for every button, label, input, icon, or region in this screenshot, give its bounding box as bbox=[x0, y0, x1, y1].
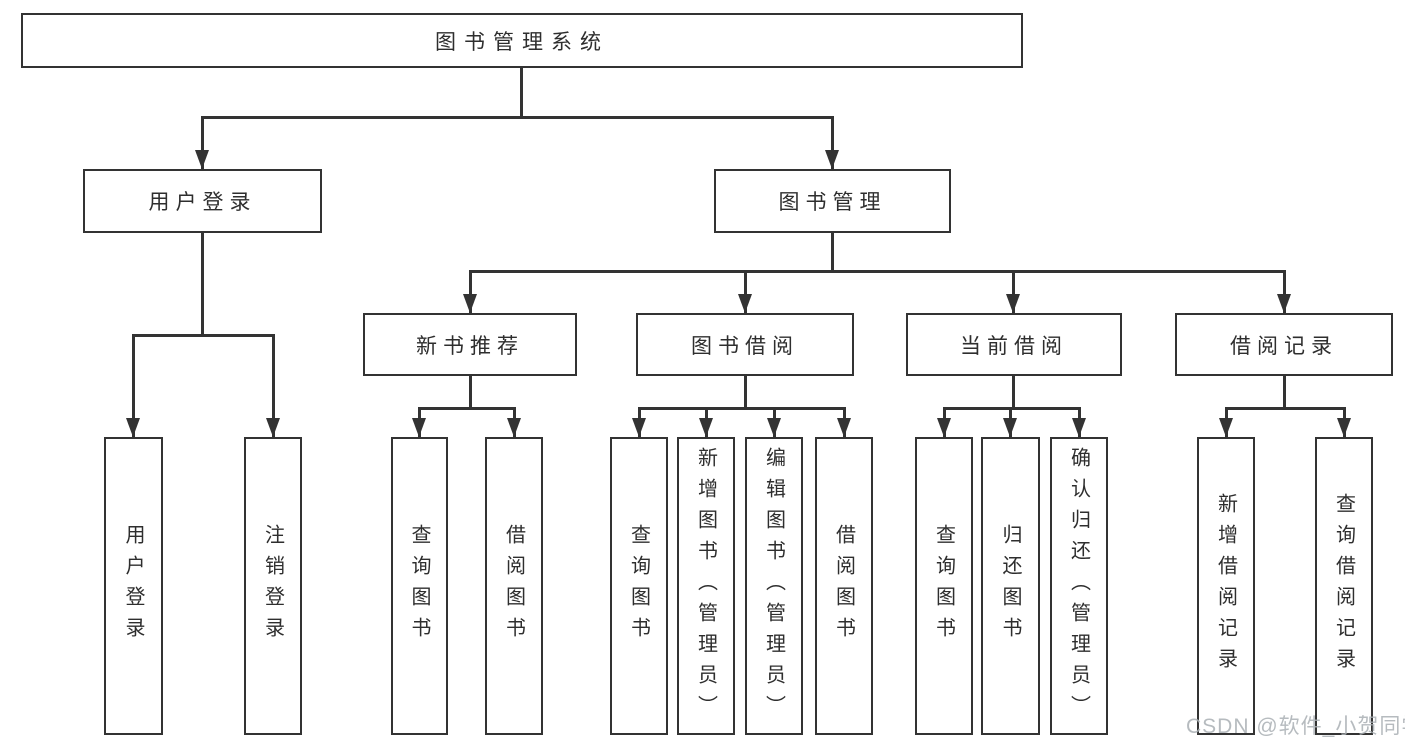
node-label: 借阅图书 bbox=[832, 524, 855, 648]
node-label: 借阅记录 bbox=[1230, 334, 1338, 358]
node-label: 注销登录 bbox=[261, 524, 284, 648]
node-label: 图书借阅 bbox=[691, 334, 799, 358]
arrowhead-icon bbox=[266, 418, 280, 437]
connector-line bbox=[1012, 270, 1015, 313]
node-label: 图书管理 bbox=[778, 191, 887, 214]
connector-line bbox=[831, 116, 834, 169]
connector-line bbox=[132, 334, 135, 437]
arrowhead-icon bbox=[1277, 294, 1291, 313]
connector-line bbox=[1225, 407, 1345, 410]
arrowhead-icon bbox=[825, 150, 839, 169]
leaf-borrow-books: 借阅图书 bbox=[815, 437, 873, 735]
arrowhead-icon bbox=[1006, 294, 1020, 313]
connector-line bbox=[418, 407, 516, 410]
connector-line bbox=[744, 270, 747, 313]
arrowhead-icon bbox=[699, 418, 713, 437]
node-label: 借阅图书 bbox=[502, 524, 525, 648]
arrowhead-icon bbox=[1337, 418, 1351, 437]
connector-line bbox=[201, 231, 204, 336]
connector-line bbox=[469, 270, 1286, 273]
connector-line bbox=[272, 334, 275, 437]
connector-line bbox=[132, 334, 275, 337]
arrowhead-icon bbox=[195, 150, 209, 169]
csdn-watermark: CSDN @软件_小贺同学 bbox=[1186, 715, 1405, 738]
arrowhead-icon bbox=[507, 418, 521, 437]
node-label: 用户登录 bbox=[122, 524, 144, 648]
connector-line bbox=[469, 374, 472, 409]
node-book-management: 图书管理 bbox=[714, 169, 951, 233]
leaf-query-books-recommend: 查询图书 bbox=[391, 437, 448, 735]
connector-line bbox=[201, 116, 833, 119]
node-label: 确认归还（管理员） bbox=[1067, 446, 1090, 726]
leaf-logout: 注销登录 bbox=[244, 437, 302, 735]
node-user-login: 用户登录 bbox=[83, 169, 322, 233]
node-label: 查询图书 bbox=[932, 524, 955, 648]
arrowhead-icon bbox=[837, 418, 851, 437]
leaf-query-borrow-record: 查询借阅记录 bbox=[1315, 437, 1373, 735]
connector-line bbox=[1012, 374, 1015, 409]
node-label: 新增图书（管理员） bbox=[694, 446, 717, 726]
arrowhead-icon bbox=[937, 418, 951, 437]
connector-line bbox=[831, 231, 834, 272]
node-current-borrowing: 当前借阅 bbox=[906, 313, 1122, 376]
connector-line bbox=[1283, 374, 1286, 409]
arrowhead-icon bbox=[463, 294, 477, 313]
node-label: 新增借阅记录 bbox=[1214, 493, 1237, 679]
arrowhead-icon bbox=[1003, 418, 1017, 437]
node-borrowing-records: 借阅记录 bbox=[1175, 313, 1393, 376]
arrowhead-icon bbox=[412, 418, 426, 437]
connector-line bbox=[638, 407, 846, 410]
connector-line bbox=[520, 66, 523, 118]
node-book-borrowing: 图书借阅 bbox=[636, 313, 854, 376]
node-label: 查询图书 bbox=[408, 524, 430, 648]
leaf-confirm-return-admin: 确认归还（管理员） bbox=[1050, 437, 1108, 735]
leaf-query-books-current: 查询图书 bbox=[915, 437, 973, 735]
leaf-add-books-admin: 新增图书（管理员） bbox=[677, 437, 735, 735]
arrowhead-icon bbox=[632, 418, 646, 437]
node-label: 图书管理系统 bbox=[435, 30, 609, 54]
node-label: 查询图书 bbox=[627, 524, 650, 648]
connector-line bbox=[744, 374, 747, 409]
node-label: 查询借阅记录 bbox=[1332, 493, 1355, 679]
node-library-management-system: 图书管理系统 bbox=[21, 13, 1023, 68]
node-label: 新书推荐 bbox=[416, 334, 524, 358]
node-label: 用户登录 bbox=[148, 191, 257, 214]
leaf-add-borrow-record: 新增借阅记录 bbox=[1197, 437, 1255, 735]
arrowhead-icon bbox=[738, 294, 752, 313]
leaf-user-login: 用户登录 bbox=[104, 437, 163, 735]
node-label: 当前借阅 bbox=[960, 334, 1068, 358]
connector-line bbox=[943, 407, 1081, 410]
leaf-return-books: 归还图书 bbox=[981, 437, 1040, 735]
connector-line bbox=[1283, 270, 1286, 313]
arrowhead-icon bbox=[767, 418, 781, 437]
arrowhead-icon bbox=[126, 418, 140, 437]
connector-line bbox=[201, 116, 204, 169]
node-label: 编辑图书（管理员） bbox=[762, 446, 785, 726]
node-label: 归还图书 bbox=[999, 524, 1021, 648]
leaf-edit-books-admin: 编辑图书（管理员） bbox=[745, 437, 803, 735]
connector-line bbox=[469, 270, 472, 313]
leaf-query-books-borrowing: 查询图书 bbox=[610, 437, 668, 735]
arrowhead-icon bbox=[1219, 418, 1233, 437]
leaf-borrow-books-recommend: 借阅图书 bbox=[485, 437, 543, 735]
node-new-book-recommendation: 新书推荐 bbox=[363, 313, 577, 376]
arrowhead-icon bbox=[1072, 418, 1086, 437]
